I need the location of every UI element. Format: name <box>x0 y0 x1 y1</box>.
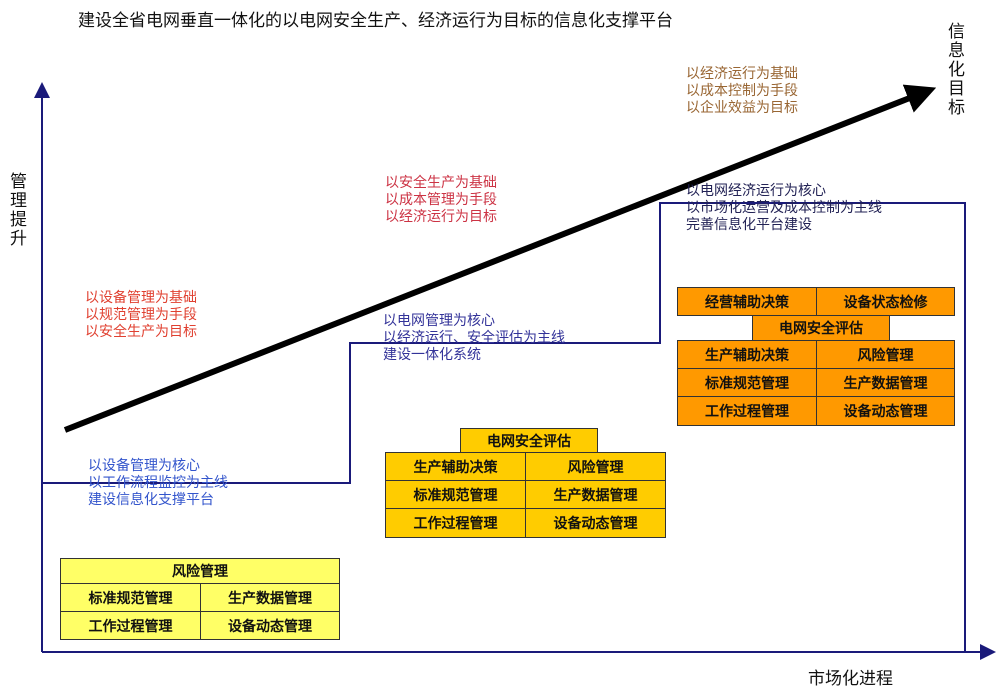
module-cell: 标准规范管理 <box>60 583 201 612</box>
module-cell: 生产辅助决策 <box>385 452 526 481</box>
diagram-title: 建设全省电网垂直一体化的以电网安全生产、经济运行为目标的信息化支撑平台 <box>78 11 673 31</box>
module-header: 电网安全评估 <box>752 315 890 341</box>
stage3-goals: 以经济运行为基础 以成本控制为手段 以企业效益为目标 <box>686 66 798 117</box>
module-cell: 设备动态管理 <box>525 508 666 538</box>
module-cell: 设备状态检修 <box>816 287 955 316</box>
module-header: 风险管理 <box>60 558 340 584</box>
strategy-line: 以经济运行、安全评估为主线 <box>383 330 565 346</box>
y-axis-label: 管理提升 <box>6 172 26 248</box>
goal-line: 以安全生产为目标 <box>85 324 197 340</box>
stage1-goals: 以设备管理为基础 以规范管理为手段 以安全生产为目标 <box>85 290 197 341</box>
goal-line: 以企业效益为目标 <box>686 100 798 116</box>
arrow-label: 信息化目标 <box>944 22 964 117</box>
module-header: 电网安全评估 <box>460 428 598 453</box>
goal-line: 以设备管理为基础 <box>85 290 197 306</box>
strategy-line: 以市场化运营及成本控制为主线 <box>686 200 882 216</box>
stage3-strategy: 以电网经济运行为核心 以市场化运营及成本控制为主线 完善信息化平台建设 <box>686 183 882 234</box>
goal-line: 以成本管理为手段 <box>385 192 497 208</box>
stage2-strategy: 以电网管理为核心 以经济运行、安全评估为主线 建设一体化系统 <box>383 313 565 364</box>
module-cell: 生产数据管理 <box>200 583 340 612</box>
module-cell: 设备动态管理 <box>200 611 340 640</box>
strategy-line: 建设信息化支撑平台 <box>88 492 214 508</box>
goal-line: 以规范管理为手段 <box>85 307 197 323</box>
module-cell: 设备动态管理 <box>816 396 955 426</box>
module-cell: 工作过程管理 <box>677 396 817 426</box>
goal-line: 以经济运行为基础 <box>686 66 798 82</box>
goal-arrow <box>63 84 937 433</box>
module-cell: 风险管理 <box>525 452 666 481</box>
goal-line: 以安全生产为基础 <box>385 175 497 191</box>
module-cell: 标准规范管理 <box>385 480 526 509</box>
strategy-line: 以工作流程监控为主线 <box>88 475 228 491</box>
module-cell: 生产辅助决策 <box>677 340 817 369</box>
module-cell: 工作过程管理 <box>385 508 526 538</box>
strategy-line: 以设备管理为核心 <box>88 458 200 474</box>
stage2-goals: 以安全生产为基础 以成本管理为手段 以经济运行为目标 <box>385 175 497 226</box>
module-cell: 生产数据管理 <box>525 480 666 509</box>
module-cell: 工作过程管理 <box>60 611 201 640</box>
strategy-line: 以电网管理为核心 <box>383 313 495 329</box>
strategy-line: 建设一体化系统 <box>383 347 481 363</box>
x-axis-label: 市场化进程 <box>808 669 893 689</box>
module-cell: 风险管理 <box>816 340 955 369</box>
stage-step-line <box>42 202 966 652</box>
module-cell: 标准规范管理 <box>677 368 817 397</box>
goal-line: 以经济运行为目标 <box>385 209 497 225</box>
module-cell: 生产数据管理 <box>816 368 955 397</box>
goal-line: 以成本控制为手段 <box>686 83 798 99</box>
stage1-strategy: 以设备管理为核心 以工作流程监控为主线 建设信息化支撑平台 <box>88 458 228 509</box>
module-cell: 经营辅助决策 <box>677 287 817 316</box>
strategy-line: 完善信息化平台建设 <box>686 217 812 233</box>
strategy-line: 以电网经济运行为核心 <box>686 183 826 199</box>
